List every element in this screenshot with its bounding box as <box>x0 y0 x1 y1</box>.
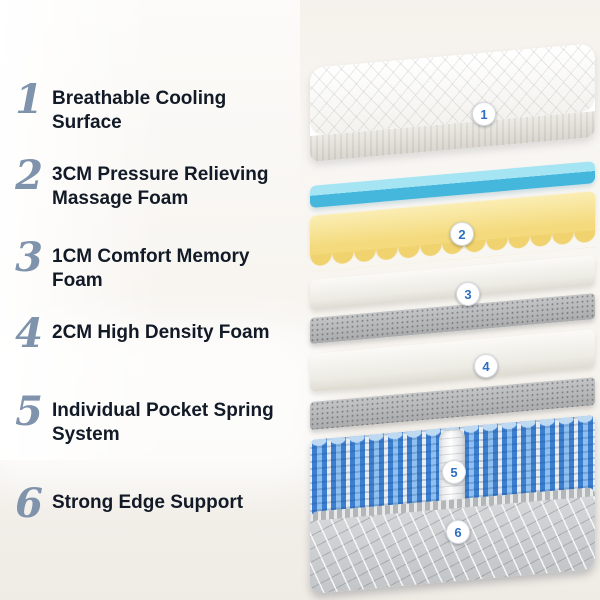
layer-badge-5: 5 <box>442 460 466 484</box>
feature-number: 4 <box>15 310 43 357</box>
feature-item-4: 4 2CM High Density Foam <box>14 314 314 354</box>
layer-badge-1: 1 <box>472 102 496 126</box>
feature-item-1: 1 Breathable Cooling Surface <box>14 80 314 135</box>
mattress-exploded-stack: 1 2 3 4 5 6 <box>310 30 596 594</box>
layer-badge-3: 3 <box>456 282 480 306</box>
feature-item-2: 2 3CM Pressure Relieving Massage Foam <box>14 156 314 211</box>
feature-number: 3 <box>15 234 43 281</box>
feature-label: Breathable Cooling Surface <box>52 88 227 133</box>
feature-item-3: 3 1CM Comfort Memory Foam <box>14 238 314 293</box>
feature-item-6: 6 Strong Edge Support <box>14 484 314 524</box>
feature-label: Strong Edge Support <box>52 492 244 513</box>
layer-breathable-cooling-surface <box>310 43 595 162</box>
feature-item-5: 5 Individual Pocket Spring System <box>14 392 314 447</box>
feature-label: 2CM High Density Foam <box>52 322 270 343</box>
layer-badge-2: 2 <box>450 222 474 246</box>
layer-badge-6: 6 <box>446 520 470 544</box>
feature-number: 5 <box>15 388 43 435</box>
feature-number: 6 <box>15 480 43 527</box>
layer-badge-4: 4 <box>474 354 498 378</box>
feature-label: Individual Pocket Spring System <box>52 400 274 445</box>
feature-label: 1CM Comfort Memory Foam <box>52 246 250 291</box>
feature-number: 1 <box>15 76 43 123</box>
feature-label: 3CM Pressure Relieving Massage Foam <box>52 164 269 209</box>
feature-number: 2 <box>15 152 43 199</box>
